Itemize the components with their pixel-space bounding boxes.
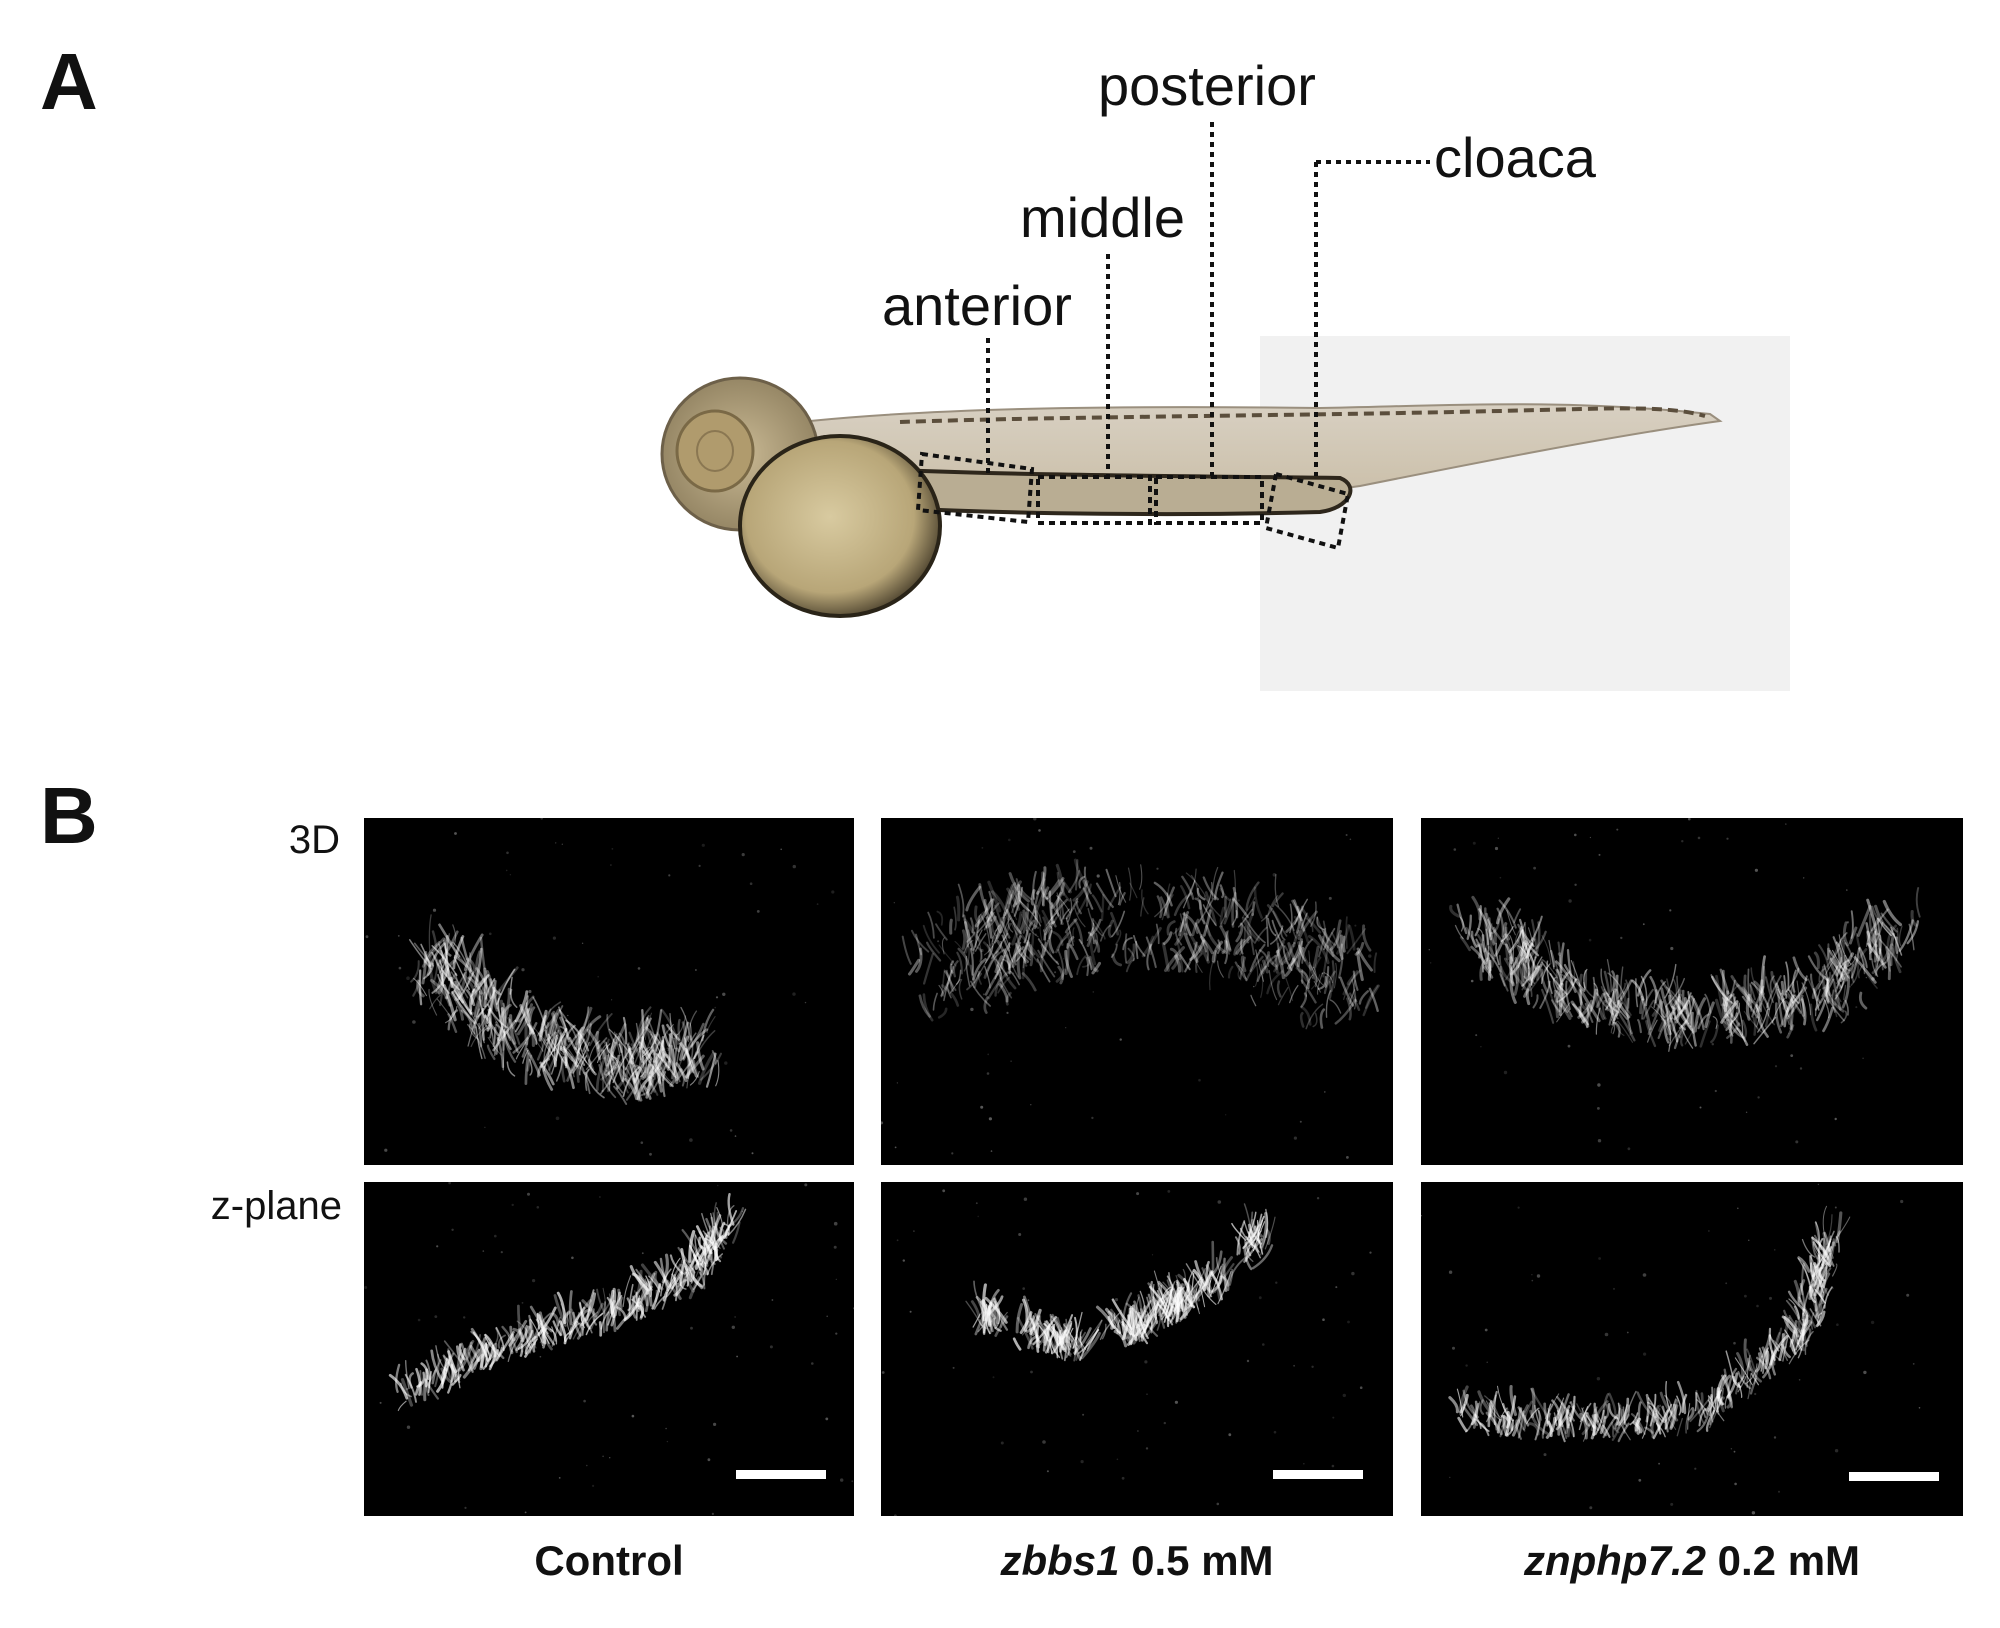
micrograph-zbbs1-z-plane	[881, 1182, 1393, 1516]
label-posterior: posterior	[1098, 54, 1316, 117]
scale-bar	[1273, 1470, 1363, 1479]
gene-name-zbbs1: zbbs1	[1000, 1537, 1120, 1584]
condition-label-zbbs1: zbbs1 0.5 mM	[881, 1540, 1393, 1582]
label-anterior: anterior	[882, 274, 1072, 337]
scale-bar	[736, 1470, 826, 1479]
micrograph-control-z-plane	[364, 1182, 854, 1516]
gene-name-znphp7: znphp7.2	[1523, 1537, 1706, 1584]
condition-label-control: Control	[534, 1537, 684, 1584]
micrograph-zbbs1-3d	[881, 818, 1393, 1165]
row-label-z-plane: z-plane	[210, 1184, 342, 1228]
dose-znphp7: 0.2 mM	[1705, 1537, 1861, 1584]
micrograph-znphp7-3d	[1421, 818, 1963, 1165]
label-middle: middle	[1020, 186, 1185, 249]
micrograph-znphp7-z-plane	[1421, 1182, 1963, 1516]
panel-a-letter: A	[40, 37, 98, 126]
micrograph-control-3d	[364, 818, 854, 1165]
dose-zbbs1: 0.5 mM	[1119, 1537, 1274, 1584]
zebrafish-embryo-image	[660, 336, 1790, 691]
row-label-3d: 3D	[288, 818, 340, 862]
panel-b-letter: B	[40, 771, 98, 860]
condition-label-znphp7: znphp7.2 0.2 mM	[1421, 1540, 1963, 1582]
scale-bar	[1849, 1472, 1939, 1481]
label-cloaca: cloaca	[1434, 126, 1596, 189]
